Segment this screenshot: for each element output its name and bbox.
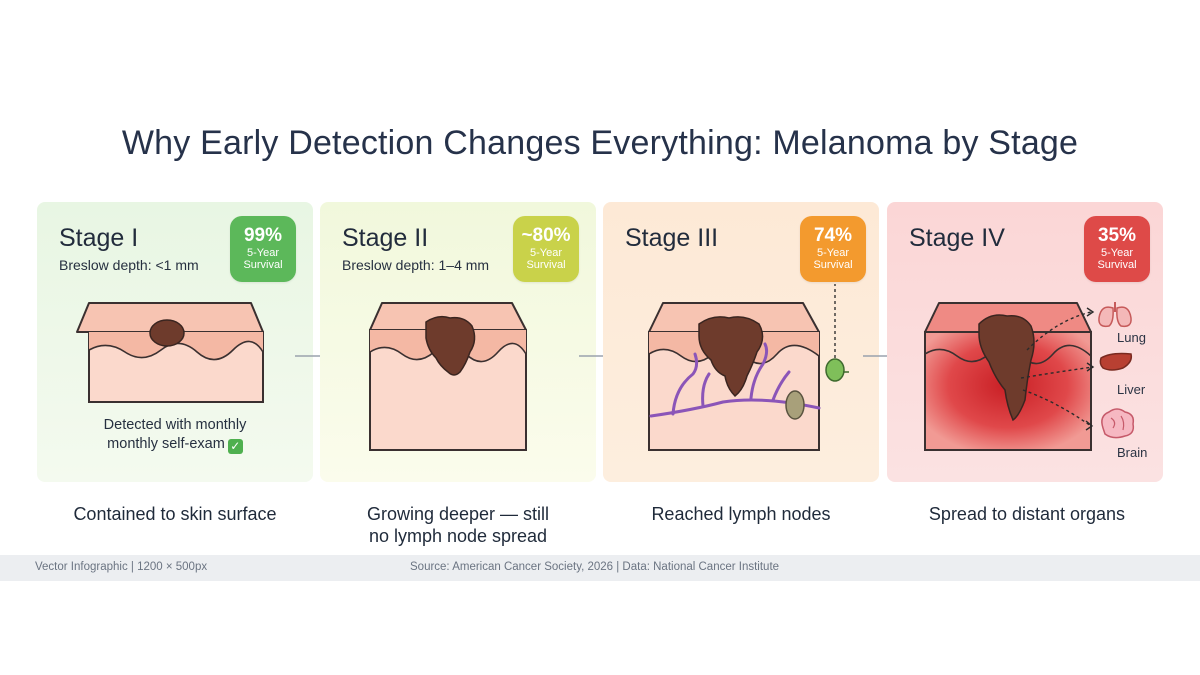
stage-2-caption: Growing deeper — still no lymph node spr… [366,504,550,546]
survival-badge: 74% 5-Year Survival [800,216,866,282]
liver-icon [1099,352,1133,371]
stage-name: Stage III [625,224,719,252]
stage-3-caption: Reached lymph nodes [651,504,831,524]
lung-icon [1098,302,1132,328]
stage-name: Stage IV [909,224,1005,252]
detection-note: Detected with monthly monthly self-exam✓ [103,417,247,454]
skin-cross-section-stage-4 [924,302,1135,451]
tumor-shape [698,316,764,397]
page-title: Why Early Detection Changes Everything: … [121,124,1079,162]
survival-label: 5-Year Survival [1097,247,1137,271]
survival-percent: 35% [1097,225,1137,246]
footer-source: Source: American Cancer Society, 2026 | … [410,561,780,573]
survival-label: 5-Year Survival [243,247,283,271]
stage-name: Stage I [59,224,139,252]
tumor-shape [425,315,476,376]
organ-label-lung: Lung [1117,330,1146,345]
lymph-node-icon [785,390,805,420]
brain-icon [1101,408,1135,439]
lymph-node-icon [825,358,845,382]
stage-3-panel: Stage III 74% 5-Year Survival [603,202,879,482]
skin-cross-section-stage-2 [369,302,527,451]
skin-cross-section-stage-1 [76,302,264,403]
survival-percent: 74% [813,225,853,246]
tumor-shape [149,319,185,347]
survival-label: 5-Year Survival [526,247,566,271]
organ-label-liver: Liver [1117,382,1146,397]
footer-bar: Vector Infographic | 1200 × 500px Source… [0,555,1200,581]
tumor-shape [978,314,1035,422]
skin-cross-section-stage-3 [648,284,849,451]
survival-badge: 99% 5-Year Survival [230,216,296,282]
survival-badge: ~80% 5-Year Survival [513,216,579,282]
survival-percent: ~80% [521,225,571,246]
breslow-depth: Breslow depth: 1–4 mm [342,257,490,273]
organ-label-brain: Brain [1117,445,1148,460]
stage-name: Stage II [342,224,429,252]
survival-label: 5-Year Survival [813,247,853,271]
survival-badge: 35% 5-Year Survival [1084,216,1150,282]
survival-percent: 99% [243,225,283,246]
check-mark-icon: ✓ [227,439,243,454]
footer-format-label: Vector Infographic | 1200 × 500px [35,561,208,573]
stage-1-caption: Contained to skin surface [73,504,277,524]
stage-4-caption: Spread to distant organs [928,504,1126,524]
stage-4-panel: Stage IV 35% 5-Year Survival [887,202,1163,482]
stage-2-panel: Stage II Breslow depth: 1–4 mm ~80% 5-Ye… [320,202,596,482]
breslow-depth: Breslow depth: <1 mm [59,257,199,273]
stage-1-panel: Stage I Breslow depth: <1 mm 99% 5-Year … [37,202,313,482]
